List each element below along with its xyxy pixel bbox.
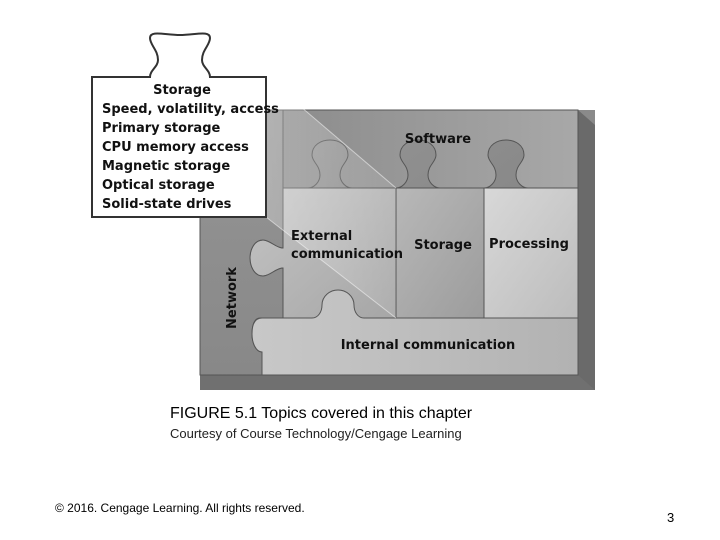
processing-label: Processing [489,237,569,252]
callout-item: Magnetic storage [102,159,230,174]
callout-item: Solid-state drives [102,197,232,212]
callout-item: Primary storage [102,121,220,136]
storage-label: Storage [414,238,472,253]
processing-piece [483,187,579,319]
figure-credit: Courtesy of Course Technology/Cengage Le… [170,426,462,441]
external-communication-label-line2: communication [291,247,403,262]
projection-wedge [266,77,396,318]
callout-item: Speed, volatility, access [102,102,279,117]
page-number: 3 [667,510,675,525]
internal-communication-piece [251,289,579,376]
external-communication-label-line1: External [291,229,352,244]
figure-caption: FIGURE 5.1 Topics covered in this chapte… [170,405,473,422]
software-label: Software [405,132,471,147]
callout-title: Storage [153,83,211,98]
callout-item: CPU memory access [102,140,249,155]
puzzle-diagram: Storage Speed, volatility, access Primar… [91,32,595,390]
storage-callout: Storage Speed, volatility, access Primar… [91,32,279,218]
callout-item: Optical storage [102,178,215,193]
copyright-notice: © 2016. Cengage Learning. All rights res… [55,501,305,515]
internal-communication-label: Internal communication [341,338,516,353]
network-label: Network [225,267,240,329]
storage-piece [395,187,485,319]
